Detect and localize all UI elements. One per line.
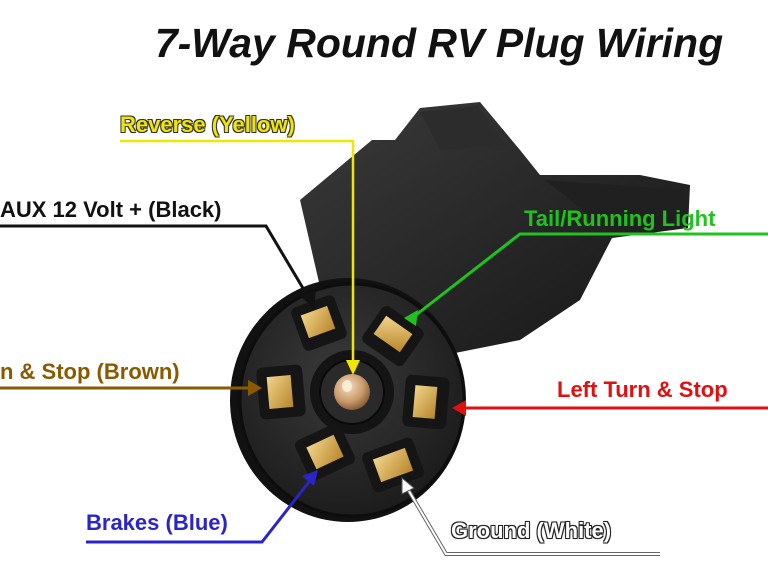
leader-right-turn <box>0 380 262 396</box>
leader-left-turn <box>452 400 768 416</box>
leader-aux <box>0 224 316 308</box>
leader-reverse <box>120 139 360 375</box>
label-reverse: Reverse (Yellow) <box>120 112 295 137</box>
diagram-title: 7-Way Round RV Plug Wiring <box>154 20 724 66</box>
label-right-turn: n & Stop (Brown) <box>0 359 180 384</box>
terminal-left-turn <box>402 374 450 430</box>
leader-ground <box>401 476 660 556</box>
terminal-brakes <box>295 423 355 481</box>
label-brakes: Brakes (Blue) <box>86 510 228 535</box>
terminal-ground <box>362 437 424 493</box>
terminal-tail <box>362 305 424 367</box>
label-aux: AUX 12 Volt + (Black) <box>0 197 222 222</box>
label-left-turn: Left Turn & Stop <box>557 377 728 402</box>
terminal-aux <box>291 295 347 351</box>
leader-brakes <box>86 470 318 544</box>
center-pin <box>334 374 370 410</box>
label-ground: Ground (White) <box>451 518 612 543</box>
leader-tail <box>404 232 768 326</box>
terminal-right-turn <box>256 364 306 420</box>
label-tail-running-light: Tail/Running Light <box>524 206 716 231</box>
